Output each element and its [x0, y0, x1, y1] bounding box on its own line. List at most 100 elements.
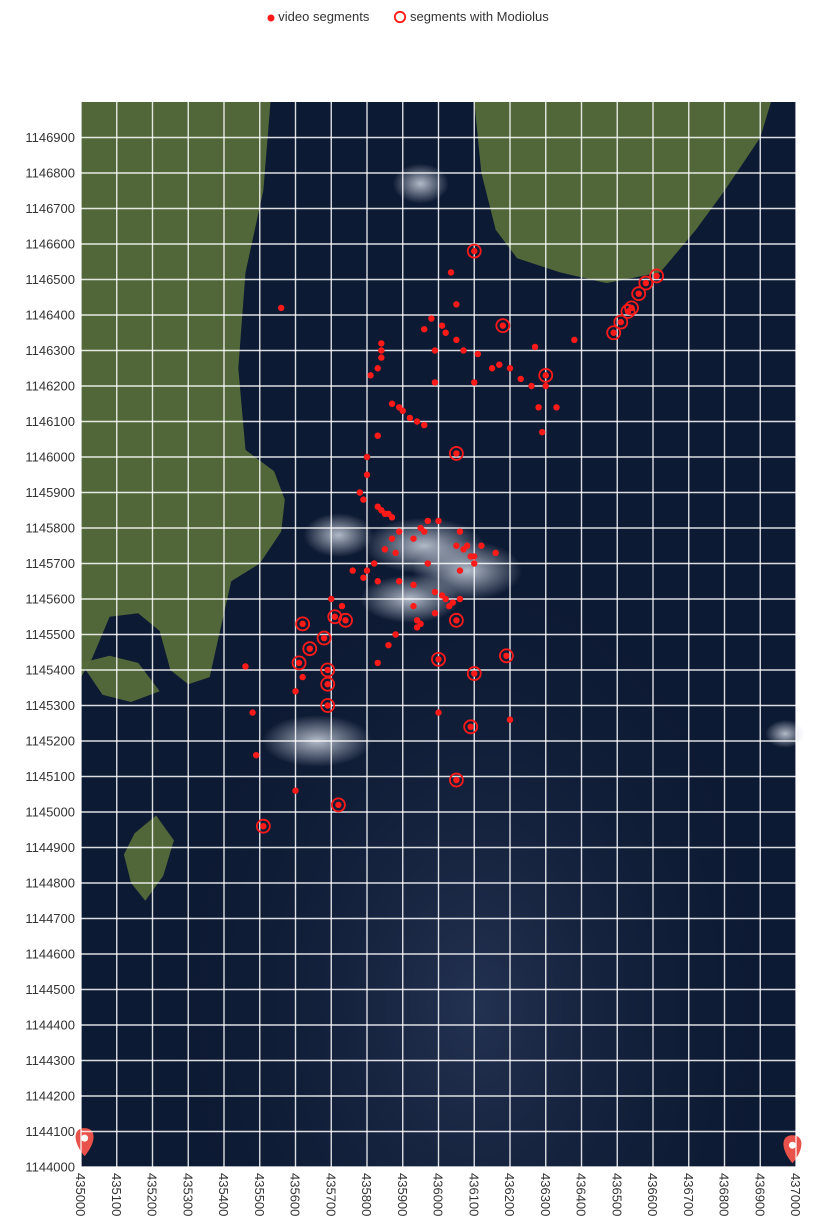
y-tick-label-8: 1144800 — [25, 876, 75, 891]
video-segment-point-4 — [421, 326, 428, 333]
y-tick-label-19: 1145900 — [25, 485, 75, 500]
video-segment-point-12 — [496, 361, 503, 368]
legend-item-modiolus: segments with Modiolus — [393, 9, 549, 25]
y-tick-label-27: 1146700 — [25, 201, 75, 216]
video-segment-point-22 — [367, 372, 374, 379]
modiolus-dot-15 — [320, 634, 328, 642]
video-segment-point-68 — [374, 578, 381, 585]
x-tick-label-15: 436500 — [609, 1173, 624, 1216]
x-tick-label-7: 435700 — [323, 1173, 338, 1216]
modiolus-point-7 — [624, 300, 639, 316]
modiolus-dot-17 — [324, 681, 331, 688]
modiolus-dot-0 — [471, 247, 478, 255]
video-segment-point-44 — [478, 542, 485, 549]
modiolus-point-19 — [338, 612, 353, 628]
video-segment-point-71 — [338, 602, 346, 610]
modiolus-ring-17 — [320, 676, 336, 692]
video-segment-point-76 — [388, 535, 396, 542]
modiolus-dot-20 — [435, 656, 442, 663]
video-segment-point-13 — [506, 365, 514, 372]
modiolus-dot-21 — [453, 617, 460, 624]
modiolus-point-24 — [463, 719, 479, 735]
modiolus-dot-10 — [653, 272, 660, 280]
modiolus-point-10 — [649, 268, 664, 284]
video-segment-point-6 — [442, 329, 449, 336]
video-segment-point-17 — [542, 382, 549, 390]
y-tick-label-7: 1144700 — [25, 911, 75, 926]
modiolus-point-2 — [538, 367, 554, 383]
modiolus-ring-7 — [624, 300, 639, 316]
modiolus-ring-13 — [291, 655, 307, 671]
modiolus-dot-5 — [617, 318, 625, 326]
modiolus-ring-20 — [431, 651, 446, 667]
video-segment-point-95 — [278, 304, 285, 312]
video-segment-point-57 — [395, 578, 403, 585]
video-segment-point-19 — [378, 347, 385, 354]
video-segment-point-61 — [413, 617, 421, 624]
legend-swatch-filled-dot — [267, 14, 275, 22]
modiolus-dot-23 — [503, 652, 510, 659]
video-segment-point-46 — [471, 560, 478, 567]
video-segment-point-5 — [431, 347, 439, 354]
modiolus-ring-2 — [538, 367, 554, 383]
x-tick-label-17: 436700 — [681, 1173, 696, 1216]
y-tick-label-23: 1146300 — [25, 343, 75, 358]
video-segment-point-86 — [571, 336, 578, 344]
x-tick-label-2: 435200 — [145, 1173, 160, 1216]
video-segment-point-79 — [424, 517, 431, 525]
modiolus-ring-22 — [466, 666, 482, 681]
video-segment-point-55 — [431, 588, 439, 596]
video-segment-point-26 — [406, 414, 414, 422]
video-segment-point-63 — [446, 602, 453, 610]
video-segment-point-8 — [460, 347, 467, 354]
x-tick-label-9: 435900 — [395, 1173, 410, 1216]
modiolus-ring-4 — [606, 325, 622, 341]
video-segment-point-90 — [292, 688, 299, 695]
video-segment-point-92 — [249, 709, 256, 716]
y-tick-label-1: 1144100 — [25, 1124, 75, 1139]
modiolus-ring-24 — [463, 719, 479, 735]
video-segment-point-15 — [528, 382, 535, 390]
video-segment-point-59 — [424, 560, 431, 567]
y-tick-label-29: 1146900 — [25, 130, 75, 145]
y-tick-label-12: 1145200 — [25, 734, 75, 749]
modiolus-dot-16 — [324, 666, 331, 674]
video-segment-point-41 — [410, 535, 417, 542]
video-segment-point-3 — [428, 315, 435, 322]
x-tick-label-18: 436800 — [717, 1173, 732, 1216]
y-tick-label-13: 1145300 — [25, 698, 75, 713]
video-segment-point-32 — [363, 471, 371, 478]
video-segment-point-94 — [252, 752, 260, 759]
modiolus-ring-26 — [330, 797, 346, 813]
legend-label-video-segments: video segments — [278, 9, 370, 25]
modiolus-ring-1 — [495, 318, 511, 334]
y-tick-label-10: 1145000 — [25, 805, 75, 820]
video-segment-point-11 — [488, 365, 496, 372]
modiolus-dot-22 — [471, 670, 478, 677]
y-tick-label-18: 1145800 — [25, 521, 75, 536]
video-segment-point-7 — [453, 336, 460, 344]
modiolus-point-11 — [295, 616, 311, 632]
modiolus-point-18 — [320, 698, 336, 713]
land-west-headland — [81, 655, 160, 702]
modiolus-ring-23 — [499, 648, 514, 664]
y-tick-label-21: 1146100 — [25, 414, 75, 429]
video-segment-point-1 — [453, 301, 460, 308]
modiolus-point-9 — [638, 275, 654, 291]
modiolus-point-27 — [255, 818, 271, 834]
y-tick-label-25: 1146500 — [25, 272, 75, 287]
grid — [80, 102, 797, 1168]
video-segment-point-69 — [360, 574, 367, 581]
modiolus-point-21 — [448, 612, 464, 628]
video-segment-point-93 — [242, 663, 249, 670]
modiolus-point-23 — [499, 648, 514, 664]
location-pin-dot-0 — [81, 1134, 89, 1142]
modiolus-point-22 — [466, 666, 482, 681]
video-segment-point-56 — [410, 602, 417, 610]
video-segment-point-10 — [474, 350, 482, 358]
modiolus-ring-25 — [448, 772, 464, 788]
video-segment-point-27 — [413, 418, 421, 425]
modiolus-dot-3 — [453, 450, 460, 457]
x-tick-label-19: 436900 — [752, 1173, 767, 1216]
